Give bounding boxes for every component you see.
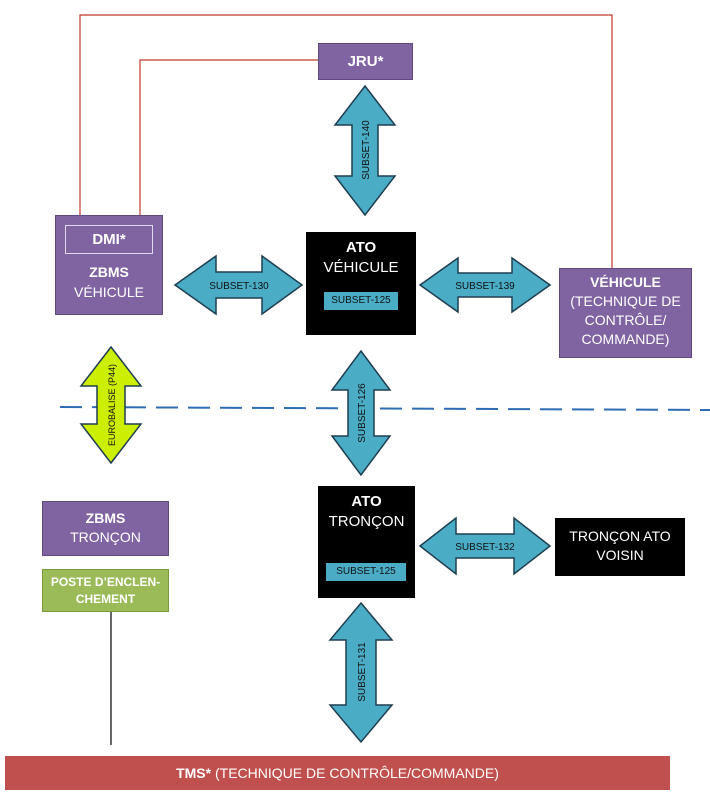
subset-130-arrow [173,254,304,316]
troncon-voisin-box: TRONÇON ATO VOISIN [555,518,685,576]
eurobalise-label: EUROBALISE (P44) [107,364,117,446]
subset-126-arrow [330,349,392,477]
ato-troncon-line2: TRONÇON [328,513,405,530]
zbms-troncon-line1: ZBMS [85,510,126,526]
ato-troncon-line1: ATO [351,493,382,510]
ato-vehicule-box: ATO VÉHICULE SUBSET-125 [306,232,416,335]
jru-box: JRU* [318,43,413,80]
subset-140-label: SUBSET-140 [361,120,372,180]
tms-rest: (TECHNIQUE DE CONTRÔLE/COMMANDE) [211,765,499,781]
subset-140-arrow [333,84,397,217]
zbms-troncon-line2: TRONÇON [70,529,141,545]
ato-vehicule-line1: ATO [345,239,377,256]
ato-vehicule-line2: VÉHICULE [323,259,399,276]
subset-131-arrow [328,601,394,744]
troncon-voisin-line1: TRONÇON ATO [569,528,671,544]
ato-vehicule-subset-125: SUBSET-125 [324,292,398,310]
subset-139-arrow [418,256,552,314]
zbms-troncon-box: ZBMS TRONÇON [42,501,169,556]
vehicule-box: VÉHICULE (TECHNIQUE DE CONTRÔLE/ COMMAND… [559,268,692,358]
subset-132-label: SUBSET-132 [455,542,515,553]
subset-139-label: SUBSET-139 [455,281,515,292]
poste-line1: POSTE D’ENCLEN- [50,575,161,589]
subset-131-label: SUBSET-131 [357,642,368,702]
ato-troncon-subset-125: SUBSET-125 [326,563,406,581]
jru-label: JRU* [347,53,384,70]
eurobalise-arrow [79,345,143,465]
poste-line2: CHEMENT [75,592,136,606]
zbms-vehicule-box: DMI* ZBMS VÉHICULE [55,215,163,315]
boundary-dashed-line [59,406,710,411]
tms-bar: TMS* (TECHNIQUE DE CONTRÔLE/COMMANDE) [5,756,670,790]
troncon-voisin-line2: VOISIN [596,547,644,563]
dmi-label: DMI* [92,231,126,248]
dmi-vehicule-connector [79,14,613,268]
subset-126-label: SUBSET-126 [357,383,368,443]
jru-dmi-connector [139,59,318,215]
vehicule-line4: COMMANDE) [581,331,670,347]
tms-bold: TMS* [176,765,212,781]
poste-enclenchement-box: POSTE D’ENCLEN- CHEMENT [42,569,169,612]
vehicule-line1: VÉHICULE [590,274,661,290]
vehicule-line3: CONTRÔLE/ [584,312,667,328]
zbms-vehicule-line2: VÉHICULE [73,284,145,300]
dmi-box: DMI* [65,225,153,254]
zbms-vehicule-line1: ZBMS [89,264,129,280]
ato-troncon-box: ATO TRONÇON SUBSET-125 [318,486,415,598]
subset-130-label: SUBSET-130 [209,281,269,292]
vehicule-line2: (TECHNIQUE DE [570,293,681,309]
subset-132-arrow [418,516,552,576]
